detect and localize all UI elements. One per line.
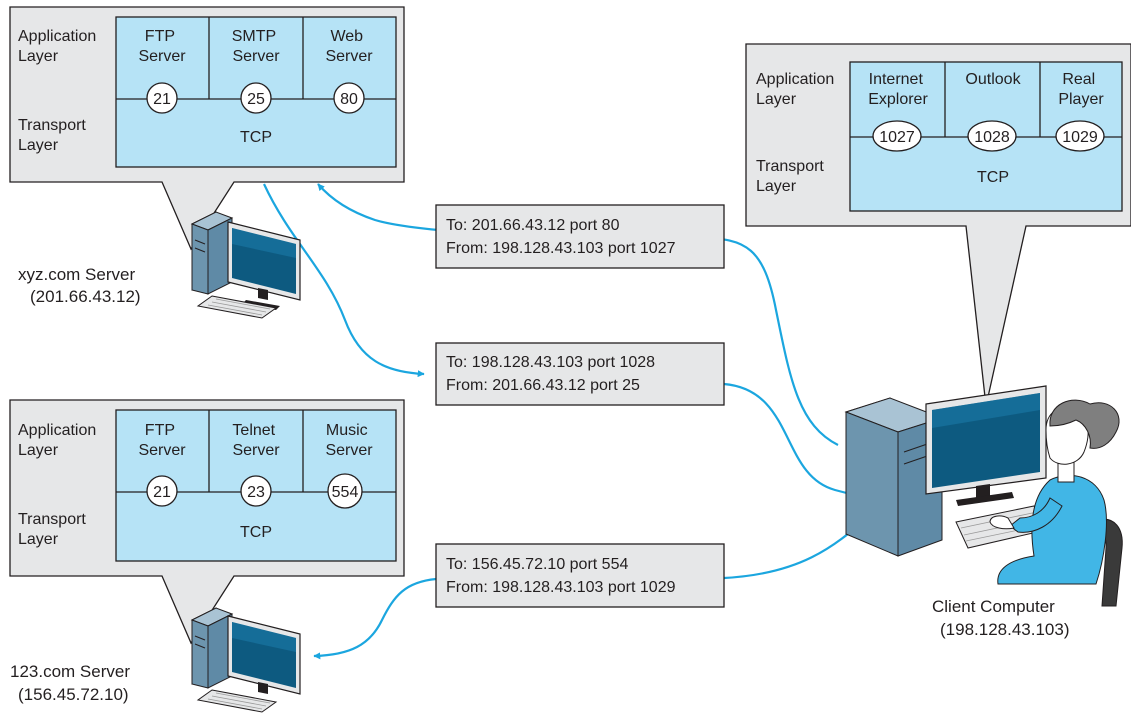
monitor-icon	[227, 615, 301, 695]
message-box-1: To: 201.66.43.12 port 80 From: 198.128.4…	[435, 204, 725, 269]
keyboard-icon	[196, 295, 278, 319]
arrow-xyz-to-client	[263, 183, 425, 378]
transport-layer-label: Transport Layer	[756, 158, 828, 195]
port-number: 21	[153, 91, 171, 108]
123-server-name: 123.com Server	[10, 662, 130, 681]
message-box-bg	[435, 342, 725, 406]
port-number: 80	[340, 91, 358, 108]
port-circle	[146, 82, 178, 114]
app-label-internet-explorer: Internet Explorer	[868, 71, 928, 108]
port-number: 21	[153, 484, 171, 501]
app-label-web: Web Server	[325, 28, 373, 65]
123-server-computer-icon	[190, 607, 301, 713]
tower-icon	[190, 607, 234, 689]
message-from: From: 198.128.43.103 port 1027	[446, 240, 676, 257]
message-box-bg	[435, 204, 725, 269]
port-number: 1027	[879, 129, 915, 146]
monitor-icon	[925, 385, 1047, 506]
monitor-icon	[227, 221, 301, 310]
app-label-music: Music Server	[325, 422, 373, 459]
app-label-smtp: SMTP Server	[232, 28, 281, 65]
port-number: 1029	[1062, 129, 1098, 146]
port-number: 554	[332, 484, 359, 501]
client-ip: (198.128.43.103)	[940, 620, 1070, 639]
xyz-server-name: xyz.com Server	[18, 265, 135, 284]
123-server-ip: (156.45.72.10)	[18, 685, 129, 704]
port-circle	[333, 82, 365, 114]
application-layer-label: Application Layer	[756, 71, 839, 108]
port-circle	[146, 475, 178, 507]
port-number: 23	[247, 484, 265, 501]
123-server-callout: Application Layer Transport Layer FTP Se…	[9, 399, 405, 645]
port-circle	[240, 82, 272, 114]
arrow-client-to-123-continue	[313, 577, 437, 660]
tower-icon	[190, 211, 234, 295]
port-circle	[240, 475, 272, 507]
application-layer-label: Application Layer	[18, 422, 101, 459]
transport-layer-label: Transport Layer	[18, 511, 90, 548]
message-box-2: To: 198.128.43.103 port 1028 From: 201.6…	[435, 342, 725, 406]
tcp-label: TCP	[240, 129, 272, 146]
app-label-outlook: Outlook	[965, 71, 1021, 88]
user-icon	[989, 399, 1123, 607]
message-box-3: To: 156.45.72.10 port 554 From: 198.128.…	[435, 543, 725, 608]
port-circle	[1055, 120, 1105, 152]
xyz-server-computer-icon	[190, 211, 301, 319]
xyz-server-ip: (201.66.43.12)	[30, 287, 141, 306]
message-box-bg	[435, 543, 725, 608]
application-layer-label: Application Layer	[18, 28, 101, 65]
message-from: From: 201.66.43.12 port 25	[446, 377, 640, 394]
xyz-server-callout: Application Layer Transport Layer FTP Se…	[9, 6, 405, 251]
app-label-real-player: Real Player	[1058, 71, 1104, 108]
port-circle	[967, 120, 1017, 152]
neck	[1057, 461, 1075, 483]
app-label-ftp: FTP Server	[138, 422, 186, 459]
message-from: From: 198.128.43.103 port 1029	[446, 579, 676, 596]
client-name: Client Computer	[932, 597, 1055, 616]
app-label-telnet: Telnet Server	[232, 422, 280, 459]
client-computer-icon	[844, 385, 1047, 557]
message-to: To: 156.45.72.10 port 554	[446, 556, 628, 573]
keyboard-icon	[196, 689, 278, 713]
arm	[1009, 497, 1063, 533]
message-to: To: 198.128.43.103 port 1028	[446, 354, 655, 371]
app-label-ftp: FTP Server	[138, 28, 186, 65]
hand	[989, 515, 1015, 530]
client-callout: Application Layer Transport Layer Intern…	[745, 43, 1131, 407]
port-circle	[327, 473, 363, 509]
hair	[1049, 399, 1120, 449]
port-number: 1028	[974, 129, 1010, 146]
port-circle	[872, 120, 922, 152]
transport-layer-label: Transport Layer	[18, 117, 90, 154]
tcp-label: TCP	[977, 169, 1009, 186]
message-to: To: 201.66.43.12 port 80	[446, 217, 620, 234]
tcp-label: TCP	[240, 524, 272, 541]
port-number: 25	[247, 91, 265, 108]
